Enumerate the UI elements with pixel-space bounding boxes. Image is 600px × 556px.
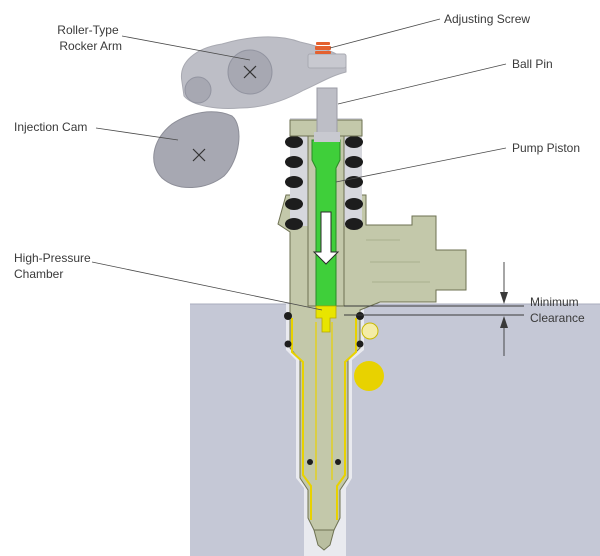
pump-piston xyxy=(311,139,341,307)
label-high-pressure-chamber: High-Pressure Chamber xyxy=(14,251,94,281)
leader-lines xyxy=(91,18,507,311)
label-minimum-clearance: Minimum Clearance xyxy=(530,295,585,325)
engine-block xyxy=(190,303,600,556)
label-pump-piston: Pump Piston xyxy=(512,141,580,155)
ball-pin xyxy=(314,87,340,142)
minimum-clearance-dimension xyxy=(344,262,524,356)
high-pressure-chamber xyxy=(315,305,337,333)
rocker-roller xyxy=(184,76,212,104)
adjusting-screw xyxy=(315,42,331,54)
label-roller-type-rocker-arm: Roller-Type Rocker Arm xyxy=(57,23,122,53)
o-ring-seals xyxy=(284,312,364,465)
label-adjusting-screw: Adjusting Screw xyxy=(444,12,530,26)
injection-cam xyxy=(153,111,240,189)
piston-stroke-arrow xyxy=(312,211,340,265)
fuel-supply-bore xyxy=(361,322,379,340)
fuel-passages xyxy=(291,318,357,520)
label-injection-cam: Injection Cam xyxy=(14,120,87,134)
label-ball-pin: Ball Pin xyxy=(512,57,553,71)
labels: Roller-Type Rocker Arm Injection Cam Adj… xyxy=(14,12,585,325)
fuel-return-bore xyxy=(354,361,384,391)
